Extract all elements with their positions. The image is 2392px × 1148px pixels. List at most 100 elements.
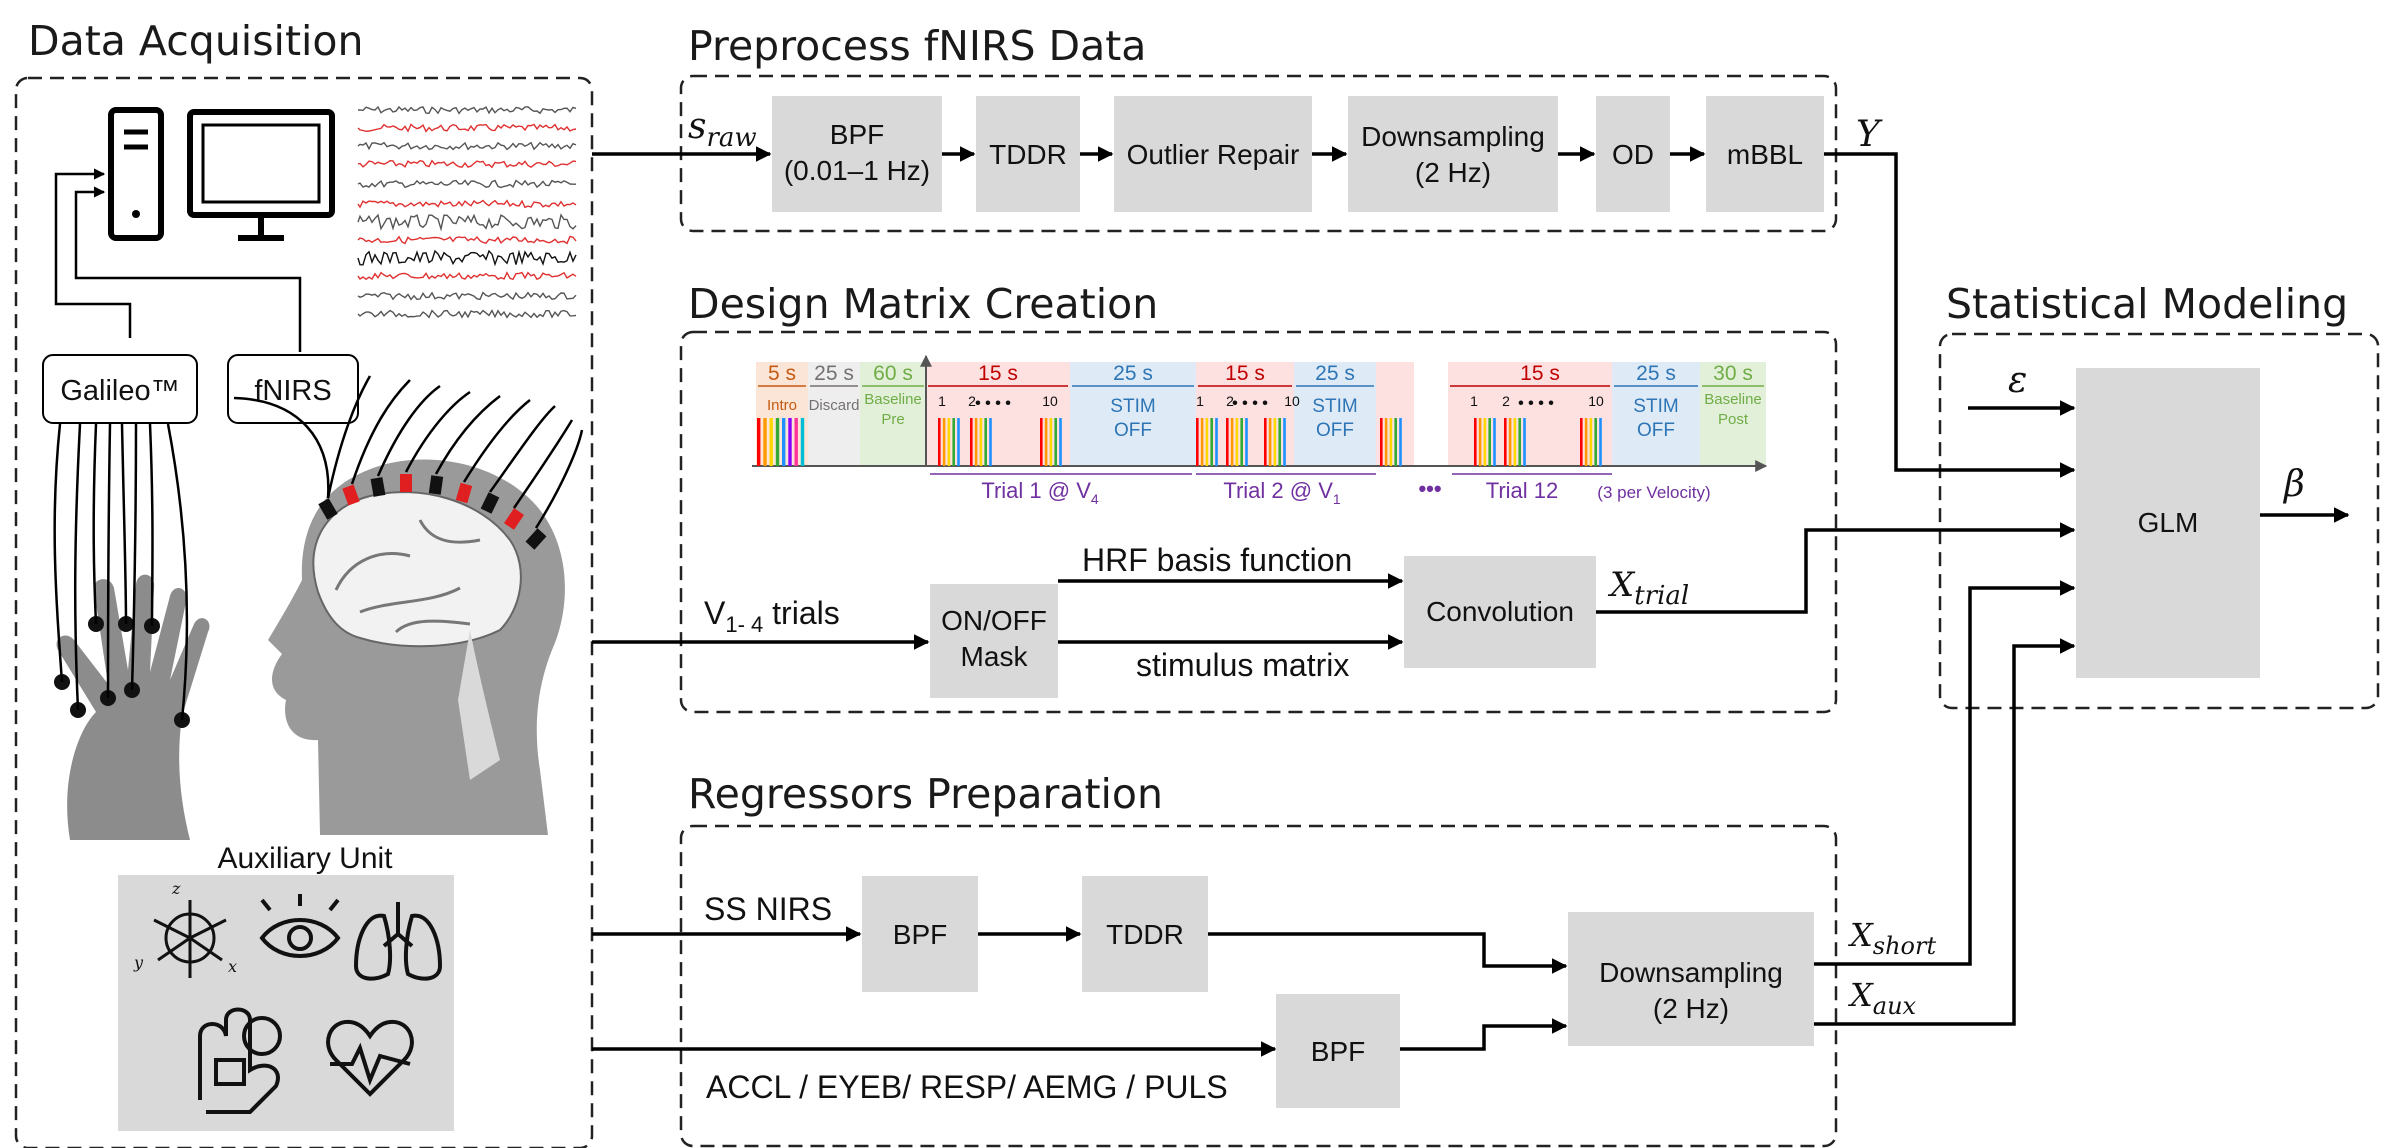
stimulus-bar [1594, 418, 1597, 466]
eye-icon [259, 894, 341, 958]
timeline-segment [1070, 362, 1196, 466]
monitor-icon [187, 109, 335, 241]
heart-pulse-icon [326, 1019, 414, 1097]
onoff-mask-block: ON/OFF Mask [930, 584, 1058, 698]
mbbl-block: mBBL [1706, 96, 1824, 212]
stimulus-bar [938, 418, 941, 466]
trial-label: Trial 12 [1486, 478, 1559, 503]
timeline-segment [860, 362, 926, 466]
sub-block-label: 1 [1470, 393, 1478, 409]
stimulus-bar [1226, 418, 1229, 466]
stimulus-bar [1483, 418, 1487, 466]
raw-signal-traces [357, 105, 577, 319]
mbbl-label: mBBL [1727, 139, 1803, 170]
stimulus-bar [1264, 418, 1267, 466]
convolution-block: Convolution [1404, 556, 1596, 668]
stimulus-bar [1210, 418, 1213, 466]
downsampling-block: Downsampling (2 Hz) [1348, 96, 1558, 212]
accelerometer-axes-icon: z y x [133, 879, 237, 978]
bpf-label: BPF [830, 119, 884, 150]
stimulus-bar [1196, 418, 1199, 466]
stimulus-bar [769, 418, 773, 466]
phase-label: Intro [767, 397, 797, 414]
duration-label: 5 s [768, 362, 796, 385]
sub-block-label: 2 [1502, 393, 1510, 409]
stimulus-bar [1059, 418, 1062, 466]
stimulus-bar [1268, 418, 1272, 466]
stimulus-bar [1235, 418, 1239, 466]
signal-trace [357, 199, 577, 209]
stimulus-bar [775, 418, 780, 466]
downsampling-rate: (2 Hz) [1415, 157, 1491, 188]
stimulus-bar [782, 418, 786, 466]
regressors-frame [679, 824, 1838, 1148]
stimulus-bar [1399, 418, 1402, 466]
signal-trace [357, 291, 577, 301]
stimulus-bar [974, 418, 978, 466]
phase-label: STIM [1110, 396, 1155, 417]
ellipsis: • • • • [1518, 395, 1554, 412]
design-matrix-frame [679, 330, 1838, 714]
duration-label: 30 s [1713, 362, 1753, 385]
duration-label: 25 s [1636, 362, 1676, 385]
aux-bpf-label: BPF [1311, 1036, 1365, 1067]
stimulus-matrix-label: stimulus matrix [1136, 647, 1349, 683]
hrf-label: HRF basis function [1082, 542, 1352, 578]
section-title-preprocess: Preprocess fNIRS Data [688, 22, 1146, 70]
emg-arm-icon [198, 1007, 282, 1114]
duration-label: 25 s [814, 362, 854, 385]
galileo-to-computer-cable [54, 168, 132, 338]
stimulus-bar [984, 418, 987, 466]
sub-block-label: 2 [1226, 393, 1234, 409]
timeline-segment [1612, 362, 1700, 466]
bpf-block: BPF (0.01–1 Hz) [772, 96, 942, 212]
duration-label: 25 s [1315, 362, 1355, 385]
trial-label: Trial 2 @ V1 [1223, 478, 1341, 507]
trials-label: V1- 4 trials [704, 595, 840, 637]
aux-unit-box [118, 875, 454, 1131]
section-title-regressors: Regressors Preparation [688, 770, 1163, 818]
stimulus-bar [1488, 418, 1491, 466]
stimulus-bar [1474, 418, 1477, 466]
regressor-ds-label: Downsampling [1599, 957, 1783, 988]
phase-label: OFF [1316, 420, 1354, 441]
tddr-label: TDDR [989, 139, 1067, 170]
phase-label: OFF [1637, 420, 1675, 441]
regressor-downsampling-block: Downsampling (2 Hz) [1568, 912, 1814, 1046]
stimulus-bar [1508, 418, 1512, 466]
aux-unit-label: Auxiliary Unit [217, 842, 393, 875]
duration-label: 15 s [1520, 362, 1560, 385]
stimulus-bar [1394, 418, 1397, 466]
stimulus-bar [800, 418, 805, 466]
phase-label: Discard [809, 397, 860, 414]
sub-block-label: 10 [1042, 393, 1058, 409]
computer-tower-icon [108, 107, 164, 241]
svg-text:x: x [228, 957, 237, 976]
regressor-bpf-label: BPF [893, 919, 947, 950]
stimulus-bar [1245, 418, 1248, 466]
sub-block-label: 2 [968, 393, 976, 409]
acquisition-frame [14, 76, 594, 1148]
y-to-glm-wire [1824, 152, 2076, 478]
trial-ellipsis: ••• [1418, 476, 1441, 501]
aux-bpf-block: BPF [1276, 994, 1400, 1108]
od-label: OD [1612, 139, 1654, 170]
stimulus-bar [1054, 418, 1057, 466]
timeline-segment [1700, 362, 1766, 466]
stimulus-bar [1599, 418, 1602, 466]
phase-label: Baseline [1704, 391, 1762, 408]
regressor-tddr-block: TDDR [1082, 876, 1208, 992]
signal-trace [357, 213, 577, 232]
stimulus-bar [957, 418, 960, 466]
regressor-tddr-label: TDDR [1106, 919, 1184, 950]
od-block: OD [1596, 96, 1670, 212]
stimulus-bar [1273, 418, 1277, 466]
signal-trace [357, 309, 577, 319]
galileo-device: Galileo™ [42, 354, 198, 424]
head-brain-icon [233, 375, 584, 835]
stimulus-bar [952, 418, 955, 466]
phase-label: Baseline [864, 391, 922, 408]
stimulus-bar [1584, 418, 1588, 466]
stimulus-bar [1493, 418, 1496, 466]
